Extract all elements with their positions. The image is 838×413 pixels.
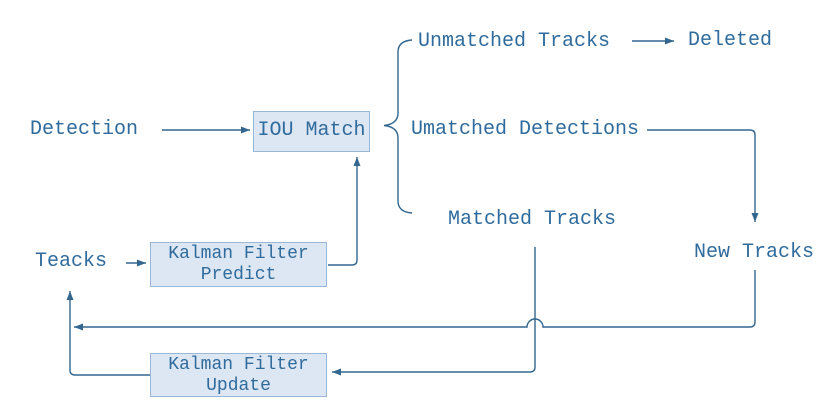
kalman-update-box: Kalman Filter Update [150, 353, 327, 397]
kalman-predict-box: Kalman Filter Predict [150, 242, 327, 287]
iou-match-box: IOU Match [253, 111, 370, 152]
unmatched-tracks-label: Unmatched Tracks [418, 30, 611, 53]
matched-tracks-label: Matched Tracks [448, 208, 617, 231]
deleted-label: Deleted [688, 29, 773, 52]
edge-predict-to-iou [328, 157, 361, 266]
tracks-label: Teacks [35, 250, 108, 273]
kalman-predict-label-line1: Kalman Filter [168, 244, 309, 264]
edge-new-tracks-to-tracks [74, 270, 756, 331]
kalman-update-label-line2: Update [206, 376, 271, 396]
edge-matched-tracks-to-update [332, 247, 536, 376]
kalman-update-label-line1: Kalman Filter [168, 355, 309, 375]
iou-match-label: IOU Match [257, 119, 366, 142]
kalman-predict-label-line2: Predict [200, 265, 277, 285]
edge-update-to-tracks [66, 291, 150, 376]
new-tracks-label: New Tracks [694, 241, 815, 264]
brace-icon [383, 39, 413, 214]
edge-unmatched-detections-to-new-tracks [647, 129, 759, 222]
unmatched-detections-label: Umatched Detections [411, 118, 640, 141]
detection-label: Detection [30, 118, 139, 141]
